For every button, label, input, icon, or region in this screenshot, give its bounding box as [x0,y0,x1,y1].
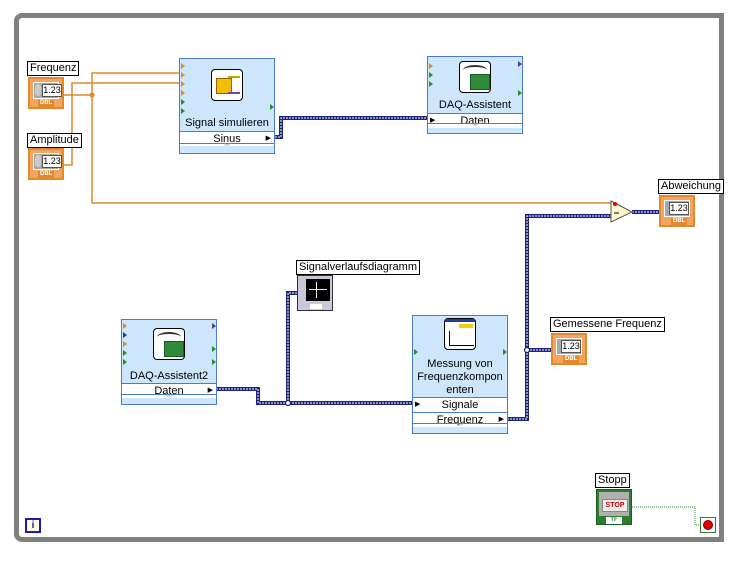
node-title: DAQ-Assistent [438,99,512,111]
daq-assistent-node[interactable]: DAQ-Assistent ▶ Daten ︾ [427,56,523,134]
output-sinus[interactable]: Sinus ▶ [180,131,274,146]
dbl-badge: DBL [38,171,55,178]
node-title: DAQ-Assistent2 [129,370,209,382]
wire-junction [89,92,95,98]
stop-button-terminal[interactable]: STOP TF [596,489,632,525]
subtract-node [610,200,634,223]
expand-chevron-icon[interactable]: ︾ [180,143,274,153]
abweichung-indicator: 1.23 DBL [659,195,695,227]
messung-frequenzkomponenten-node[interactable]: Messung von Frequenzkompon enten ▶ Signa… [412,315,508,434]
graph-label: Signalverlaufsdiagramm [296,260,420,275]
iteration-icon: i [31,520,35,531]
abweichung-label: Abweichung [658,179,724,194]
daq-icon [459,61,491,93]
expand-chevron-icon[interactable]: ︾ [428,123,522,133]
daq-icon [153,328,185,360]
frequency-measure-icon [444,318,476,350]
stop-if-true-icon [703,520,713,530]
frequenz-label: Frequenz [27,61,80,76]
spinner-icon [35,84,41,96]
node-title-line-3: enten [446,384,474,396]
while-loop-frame [14,13,724,542]
dbl-badge: DBL [38,100,55,107]
frequenz-control[interactable]: 1.23 DBL [28,77,64,109]
spinner-icon [35,155,41,167]
waveform-graph-terminal[interactable] [297,275,333,311]
input-daten[interactable]: ▶ Daten [428,113,522,128]
node-title: Signal simulieren [185,117,269,129]
gemessene-frequenz-label: Gemessene Frequenz [550,317,665,332]
loop-condition-terminal[interactable] [700,517,716,533]
input-signale[interactable]: ▶ Signale [413,397,507,412]
wire-junction-dyn [284,399,292,407]
frequenz-value: 1.23 [42,84,62,97]
iteration-terminal: i [25,518,41,533]
expand-chevron-icon[interactable]: ︾ [413,423,507,433]
node-title-line-2: Frequenzkompon [417,371,503,383]
stopp-label: Stopp [595,473,630,488]
dbl-badge: DBL [671,218,688,225]
amplitude-label: Amplitude [27,133,82,148]
wire-junction-dyn2 [523,346,531,354]
wire-frequenz [64,72,180,96]
expand-chevron-icon[interactable]: ︾ [122,394,216,404]
wire-frequenz-branch [91,95,612,204]
gemessene-frequenz-indicator: 1.23 DBL [551,333,587,365]
amplitude-control[interactable]: 1.23 DBL [28,148,64,180]
abweichung-value: 1.23 [669,202,689,215]
gemessene-frequenz-value: 1.23 [561,340,581,353]
simulate-signal-icon [211,69,243,101]
graph-icon [306,279,330,301]
daq-assistent2-node[interactable]: DAQ-Assistent2 Daten ▶ ︾ [121,319,217,405]
node-title-line-1: Messung von [427,358,493,370]
wire-sinus-to-daq [275,116,428,139]
tf-badge: TF [606,517,622,524]
wire-amplitude [64,82,180,166]
amplitude-value: 1.23 [42,155,62,168]
signal-simulieren-node[interactable]: Signal simulieren Sinus ▶ ︾ [179,58,275,154]
wire-stop [632,506,700,526]
dbl-badge: DBL [563,356,580,363]
stop-text: STOP [602,499,628,512]
wire-daq2-to-messung [216,387,413,405]
